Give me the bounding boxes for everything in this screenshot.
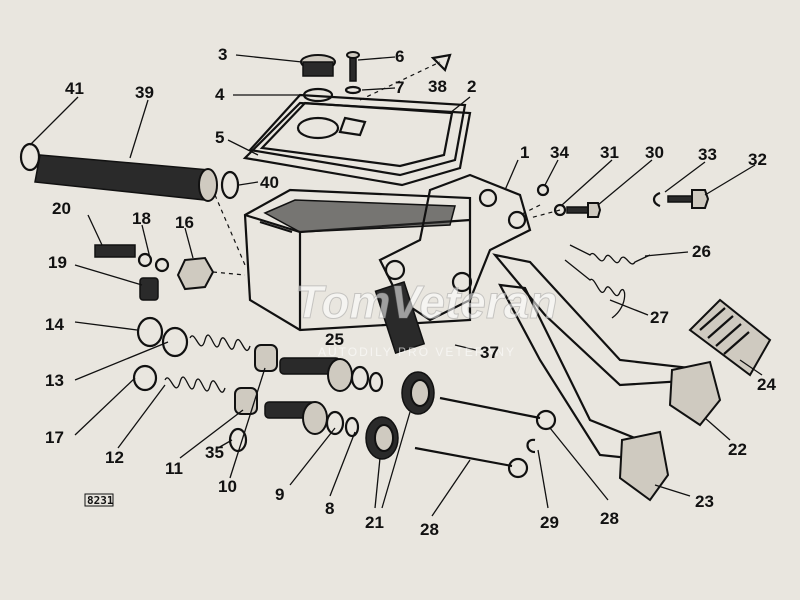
callout-label: 32 — [748, 150, 767, 169]
callout-label: 6 — [395, 47, 404, 66]
callout-label: 25 — [325, 330, 344, 349]
callout-label: 41 — [65, 79, 84, 98]
callout-label: 11 — [165, 459, 183, 478]
callout-label: 2 — [467, 77, 476, 96]
callout-labels: 1 2 3 4 5 6 7 8 9 10 11 12 13 14 16 17 1… — [45, 45, 776, 539]
callout-label: 29 — [540, 513, 559, 532]
callout-label: 3 — [218, 45, 227, 64]
pedal-arms — [492, 253, 772, 502]
callout-label: 17 — [45, 428, 64, 447]
bleed-screw-assembly — [94, 244, 215, 301]
callout-label: 31 — [600, 143, 619, 162]
callout-label: 20 — [52, 199, 71, 218]
callout-label: 21 — [365, 513, 384, 532]
callout-label: 18 — [132, 209, 151, 228]
callout-label: 35 — [205, 443, 224, 462]
callout-label: 1 — [520, 143, 529, 162]
callout-label: 10 — [218, 477, 237, 496]
callout-label: 8 — [325, 499, 334, 518]
return-springs — [564, 244, 651, 319]
push-rods — [414, 396, 557, 479]
watermark-brand: TomVeteran — [295, 276, 557, 328]
callout-label: 9 — [275, 485, 284, 504]
callout-label: 26 — [692, 242, 711, 261]
callout-label: 22 — [728, 440, 747, 459]
filler-cap — [300, 54, 336, 103]
watermark-logo: TomVeteran AUTODILY PRO VETERÁNY — [295, 276, 558, 360]
callout-label: 28 — [420, 520, 439, 539]
pedal-bracket — [374, 173, 532, 355]
pivot-bolts — [536, 183, 710, 218]
callout-label: 7 — [395, 78, 404, 97]
callout-label: 23 — [695, 492, 714, 511]
cover-bolt — [344, 51, 452, 101]
callout-label: 39 — [135, 83, 154, 102]
callout-label: 5 — [215, 128, 224, 147]
callout-label: 28 — [600, 509, 619, 528]
callout-label: 40 — [260, 173, 279, 192]
leader-lines — [29, 54, 763, 517]
reservoir-lid — [242, 93, 472, 187]
cylinder-internals — [132, 316, 278, 453]
dust-boots — [365, 371, 435, 460]
assembly-lines — [212, 194, 561, 276]
callout-label: 37 — [480, 343, 499, 362]
callout-label: 4 — [215, 85, 225, 104]
callout-label: 12 — [105, 448, 124, 467]
callout-label: 14 — [45, 315, 64, 334]
callout-label: 24 — [757, 375, 776, 394]
pistons — [264, 357, 384, 438]
figure-code-box — [84, 493, 114, 507]
callout-label: 13 — [45, 371, 64, 390]
master-cylinder-housing — [243, 188, 472, 332]
callout-label: 38 — [428, 77, 447, 96]
callout-label: 34 — [550, 143, 569, 162]
pushrod-tube — [19, 142, 240, 202]
callout-label: 30 — [645, 143, 664, 162]
callout-label: 33 — [698, 145, 717, 164]
callout-label: 16 — [175, 213, 194, 232]
figure-code: 8231 — [87, 494, 114, 507]
callout-label: 27 — [650, 308, 669, 327]
watermark-tagline: AUTODILY PRO VETERÁNY — [318, 344, 516, 359]
callout-label: 19 — [48, 253, 67, 272]
